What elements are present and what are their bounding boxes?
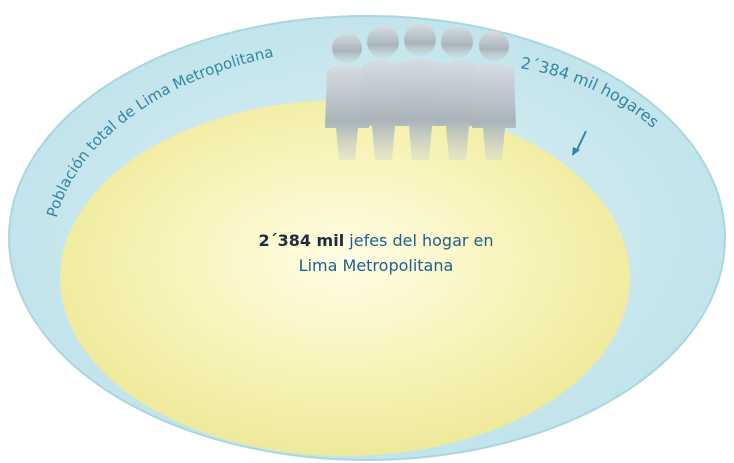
person-icon: [434, 26, 481, 160]
people-group-icon: [325, 24, 516, 160]
inner-ellipse: [60, 100, 630, 456]
person-icon: [325, 33, 369, 160]
person-icon: [397, 24, 444, 160]
down-arrow-icon: [572, 130, 587, 156]
center-text-line2: Lima Metropolitana: [298, 256, 454, 275]
center-line-1: 2´384 mil jefes del hogar en: [196, 228, 556, 253]
center-text-line1: jefes del hogar en: [349, 231, 494, 250]
center-text: 2´384 mil jefes del hogar en Lima Metrop…: [196, 228, 556, 278]
households-value: 2´384 mil: [258, 231, 345, 250]
person-icon: [472, 31, 516, 160]
person-icon: [360, 26, 406, 160]
